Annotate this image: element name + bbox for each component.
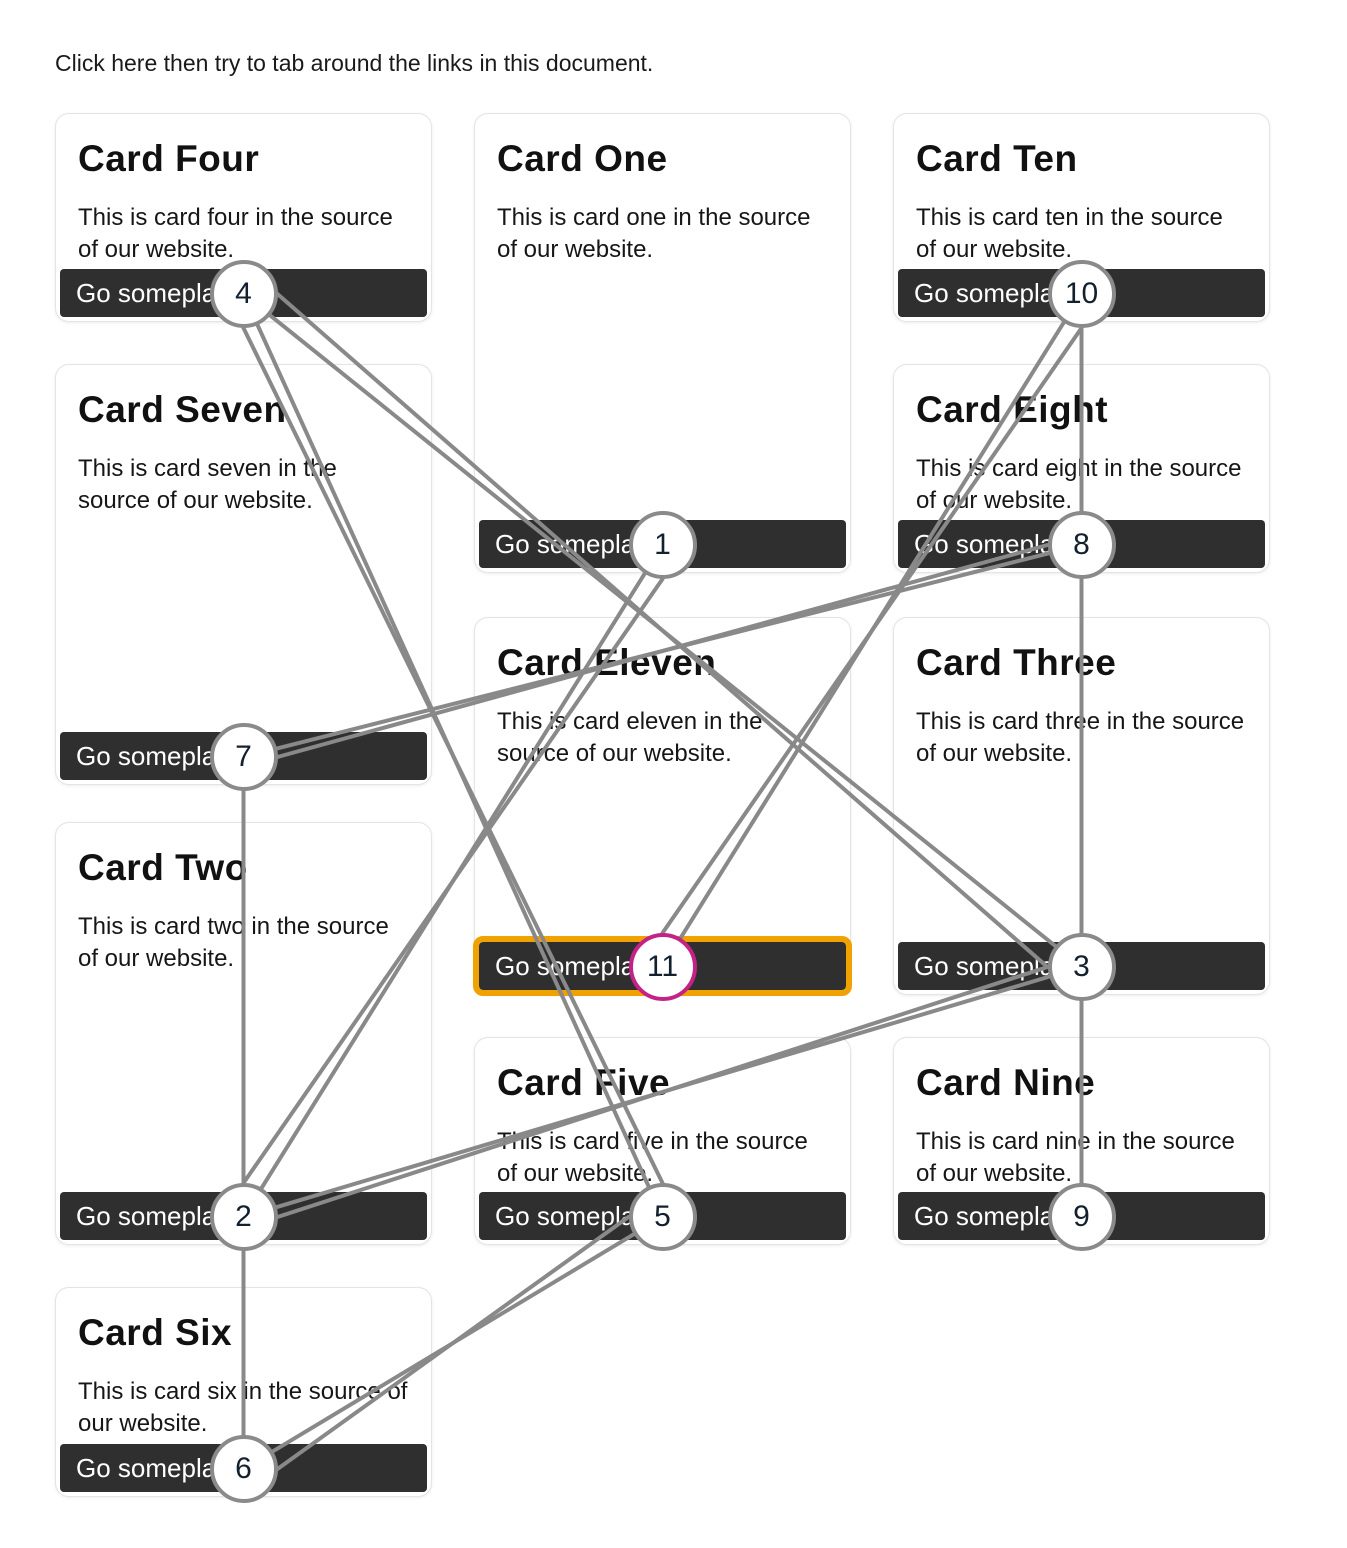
card-title: Card Six [78, 1312, 233, 1353]
card-body-text: This is card nine in the source of our w… [916, 1128, 1235, 1187]
card-title: Card Nine [916, 1062, 1096, 1103]
card-body-text: This is card six in the source of our we… [78, 1378, 408, 1437]
card-body-text: This is card three in the source of our … [916, 708, 1245, 767]
card-title: Card Two [78, 847, 248, 888]
instruction-text[interactable]: Click here then try to tab around the li… [55, 50, 654, 76]
card-body-text: This is card eight in the source of our … [916, 455, 1242, 514]
card-body-text: This is card ten in the source of our we… [916, 204, 1223, 263]
card: Card Seven This is card seven in the sou… [55, 364, 432, 785]
tab-order-badge: 9 [1047, 1183, 1116, 1251]
tab-order-badge: 3 [1047, 933, 1116, 1001]
tab-order-badge: 5 [628, 1183, 697, 1251]
tab-order-badge: 6 [209, 1435, 278, 1503]
card-title: Card Seven [78, 389, 287, 430]
card-body-text: This is card four in the source of our w… [78, 204, 393, 263]
tab-order-badge: 8 [1047, 511, 1116, 579]
card-title: Card Five [497, 1062, 671, 1103]
card: Card One This is card one in the source … [474, 113, 851, 573]
card-title: Card Four [78, 138, 260, 179]
tab-order-badge: 4 [209, 260, 278, 328]
tab-order-badge: 11 [628, 933, 697, 1001]
card: Card Four This is card four in the sourc… [55, 113, 432, 322]
card-title: Card Eleven [497, 642, 717, 683]
card-body-text: This is card eleven in the source of our… [497, 708, 763, 767]
card-body-text: This is card one in the source of our we… [497, 204, 811, 263]
card-title: Card Three [916, 642, 1117, 683]
card-title: Card Eight [916, 389, 1109, 430]
tab-order-badge: 7 [209, 723, 278, 791]
card-title: Card One [497, 138, 668, 179]
tab-order-badge: 10 [1047, 260, 1116, 328]
card-body-text: This is card two in the source of our we… [78, 913, 389, 972]
tab-order-badge: 2 [209, 1183, 278, 1251]
card-body-text: This is card seven in the source of our … [78, 455, 337, 514]
card-body-text: This is card five in the source of our w… [497, 1128, 808, 1187]
card-title: Card Ten [916, 138, 1078, 179]
tab-order-badge: 1 [628, 511, 697, 579]
card: Card Two This is card two in the source … [55, 822, 432, 1245]
